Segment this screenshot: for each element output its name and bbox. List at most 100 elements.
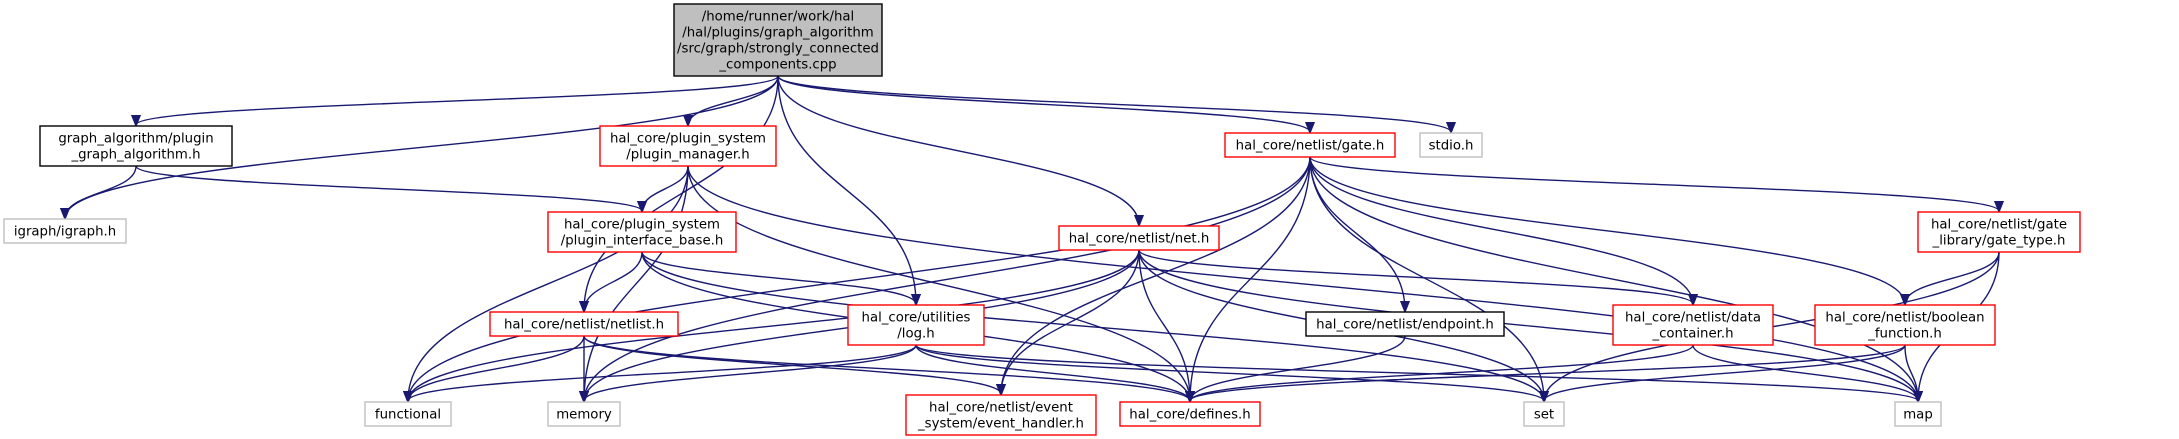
edge-boolean-function-to-set [1544, 344, 1906, 401]
node-label-line: /hal/plugins/graph_algorithm [682, 26, 874, 41]
edge-root-to-plugin-algorithm [136, 75, 779, 125]
node-label-line: /log.h [897, 327, 934, 342]
edge-log-to-defines [915, 344, 1190, 401]
node-data-container[interactable]: hal_core/netlist/data_container.h [1612, 304, 1774, 346]
node-box [1419, 132, 1483, 158]
edge-plugin-manager-to-plugin-interface-base [642, 165, 689, 211]
node-netlist[interactable]: hal_core/netlist/netlist.h [489, 311, 679, 337]
node-box [673, 3, 883, 77]
node-endpoint[interactable]: hal_core/netlist/endpoint.h [1305, 311, 1505, 337]
edge-data-container-to-map [1692, 344, 1918, 401]
node-box [3, 218, 127, 244]
node-label-line: _function.h [1867, 327, 1942, 342]
node-functional[interactable]: functional [364, 401, 452, 427]
edge-netlist-to-functional [408, 335, 585, 401]
edge-net-to-event-handler [1001, 249, 1140, 394]
node-stdio[interactable]: stdio.h [1419, 132, 1483, 158]
node-label-line: hal_core/netlist/net.h [1069, 232, 1210, 247]
edge-root-to-log [777, 75, 916, 304]
node-box [1305, 311, 1505, 337]
node-label-line: hal_core/plugin_system [610, 132, 766, 147]
node-label-line: map [1903, 408, 1933, 423]
edge-plugin-manager-to-defines [687, 165, 1190, 401]
edge-net-to-map [1138, 249, 1918, 401]
edge-endpoint-to-defines [1190, 335, 1406, 401]
node-net[interactable]: hal_core/netlist/net.h [1058, 225, 1220, 251]
node-box [847, 304, 985, 346]
node-label-line: _system/event_handler.h [917, 417, 1084, 432]
node-box [599, 125, 777, 167]
node-label-line: graph_algorithm/plugin [58, 132, 213, 147]
node-box [489, 311, 679, 337]
node-defines[interactable]: hal_core/defines.h [1119, 401, 1261, 427]
node-igraph[interactable]: igraph/igraph.h [3, 218, 127, 244]
node-box [1894, 401, 1942, 427]
edge-gate-to-set [1309, 156, 1544, 401]
node-label-line: hal_core/netlist/netlist.h [504, 318, 664, 333]
node-label-line: functional [375, 408, 441, 423]
node-box [1119, 401, 1261, 427]
edge-root-to-stdio [777, 75, 1451, 132]
node-label-line: _components.cpp [718, 58, 836, 73]
node-label-line: set [1534, 408, 1554, 423]
node-set[interactable]: set [1523, 401, 1565, 427]
edge-gate-to-event-handler [1001, 156, 1311, 394]
edge-net-to-functional [408, 249, 1140, 401]
node-box [1224, 132, 1396, 158]
edge-root-to-gate [777, 75, 1310, 132]
node-box [1523, 401, 1565, 427]
edge-gate-to-defines [1190, 156, 1311, 401]
node-label-line: hal_core/netlist/gate.h [1236, 139, 1385, 154]
edge-gate-to-boolean-function [1309, 156, 1905, 304]
node-label-line: /plugin_manager.h [626, 148, 749, 163]
edge-boolean-function-to-map [1904, 344, 1918, 401]
edge-net-to-defines [1138, 249, 1190, 401]
edge-plugin-manager-to-functional [408, 165, 689, 401]
edge-log-to-memory [584, 344, 917, 401]
node-memory[interactable]: memory [547, 401, 621, 427]
node-label-line: _graph_algorithm.h [70, 148, 200, 163]
node-label-line: _library/gate_type.h [1932, 234, 2066, 249]
node-label-line: hal_core/netlist/data [1625, 311, 1761, 326]
node-log[interactable]: hal_core/utilities/log.h [847, 304, 985, 346]
node-plugin-algorithm[interactable]: graph_algorithm/plugin_graph_algorithm.h [39, 125, 233, 167]
node-box [1814, 304, 1996, 346]
node-label-line: /plugin_interface_base.h [561, 234, 724, 249]
node-label-line: hal_core/plugin_system [564, 218, 720, 233]
node-plugin-interface-base[interactable]: hal_core/plugin_system/plugin_interface_… [547, 211, 737, 253]
edge-gate-to-data-container [1309, 156, 1693, 304]
edge-gate-to-gate-type [1309, 156, 1999, 211]
edge-log-to-set [915, 344, 1544, 401]
edge-plugin-interface-base-to-netlist [584, 251, 643, 311]
edge-root-to-igraph [65, 75, 779, 218]
edge-log-to-functional [408, 344, 917, 401]
node-box [905, 394, 1097, 436]
edge-net-to-data-container [1138, 249, 1693, 304]
node-label-line: memory [556, 408, 612, 423]
node-box [547, 211, 737, 253]
node-label-line: igraph/igraph.h [14, 225, 116, 240]
node-gate-type[interactable]: hal_core/netlist/gate_library/gate_type.… [1917, 211, 2081, 253]
edge-log-to-map [915, 344, 1918, 401]
edge-gate-to-map [1309, 156, 1918, 401]
edge-netlist-to-defines [583, 335, 1190, 401]
edge-root-to-plugin-manager [688, 75, 779, 125]
edge-root-to-net [777, 75, 1139, 225]
node-label-line: hal_core/netlist/event [929, 401, 1073, 416]
node-label-line: hal_core/utilities [862, 311, 971, 326]
node-label-line: hal_core/netlist/endpoint.h [1316, 318, 1494, 333]
node-box [39, 125, 233, 167]
edge-plugin-manager-to-map [687, 165, 1918, 401]
node-root[interactable]: /home/runner/work/hal/hal/plugins/graph_… [673, 3, 883, 77]
node-boolean-function[interactable]: hal_core/netlist/boolean_function.h [1814, 304, 1996, 346]
node-label-line: /home/runner/work/hal [702, 10, 854, 25]
edge-gate-type-to-boolean-function [1905, 251, 2000, 304]
node-label-line: _container.h [1651, 327, 1733, 342]
node-gate[interactable]: hal_core/netlist/gate.h [1224, 132, 1396, 158]
edge-plugin-manager-to-memory [584, 165, 689, 401]
node-label-line: hal_core/defines.h [1129, 408, 1250, 423]
node-event-handler[interactable]: hal_core/netlist/event_system/event_hand… [905, 394, 1097, 436]
node-map[interactable]: map [1894, 401, 1942, 427]
node-plugin-manager[interactable]: hal_core/plugin_system/plugin_manager.h [599, 125, 777, 167]
